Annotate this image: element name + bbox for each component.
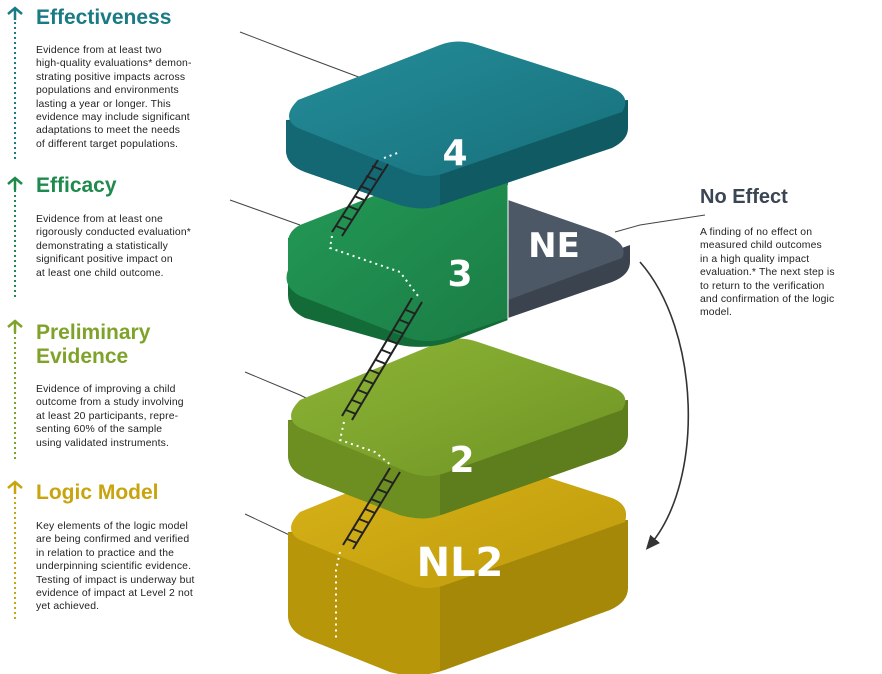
block-label-2: 2 — [449, 440, 474, 481]
desc-no-effect: A finding of no effect on measured child… — [700, 227, 835, 319]
desc-effectiveness: Evidence from at least two high-quality … — [36, 45, 192, 150]
ladders — [331, 159, 423, 550]
heading-effectiveness: Effectiveness — [36, 6, 172, 29]
heading-efficacy: Efficacy — [36, 174, 117, 197]
arrow-up-icon — [7, 176, 23, 190]
block-logic-model: NL2 — [288, 451, 628, 674]
return-arrow — [639, 261, 690, 550]
arrow-up-icon — [7, 319, 23, 333]
ladder — [341, 297, 423, 421]
block-efficacy: 3 — [286, 167, 508, 347]
heading-no-effect: No Effect — [700, 186, 788, 208]
block-label-3: 3 — [447, 254, 472, 295]
block-no-effect: NE — [507, 185, 630, 330]
arrow-up-icon — [7, 480, 23, 494]
heading-logic-model: Logic Model — [36, 481, 159, 504]
block-effectiveness: 4 — [286, 41, 628, 209]
desc-efficacy: Evidence from at least one rigorously co… — [36, 214, 191, 279]
ladder — [342, 467, 401, 550]
block-label-nl2: NL2 — [417, 540, 504, 586]
desc-preliminary-evidence: Evidence of improving a child outcome fr… — [36, 384, 184, 449]
ladder — [331, 159, 389, 237]
arrow-up-icon — [7, 6, 23, 20]
block-label-4: 4 — [442, 133, 467, 174]
block-label-ne: NE — [528, 226, 580, 266]
dotted-path — [328, 151, 419, 640]
desc-logic-model: Key elements of the logic model are bein… — [36, 521, 195, 613]
up-arrow-icons — [7, 6, 23, 494]
heading-preliminary-evidence: Preliminary Evidence — [36, 321, 151, 368]
